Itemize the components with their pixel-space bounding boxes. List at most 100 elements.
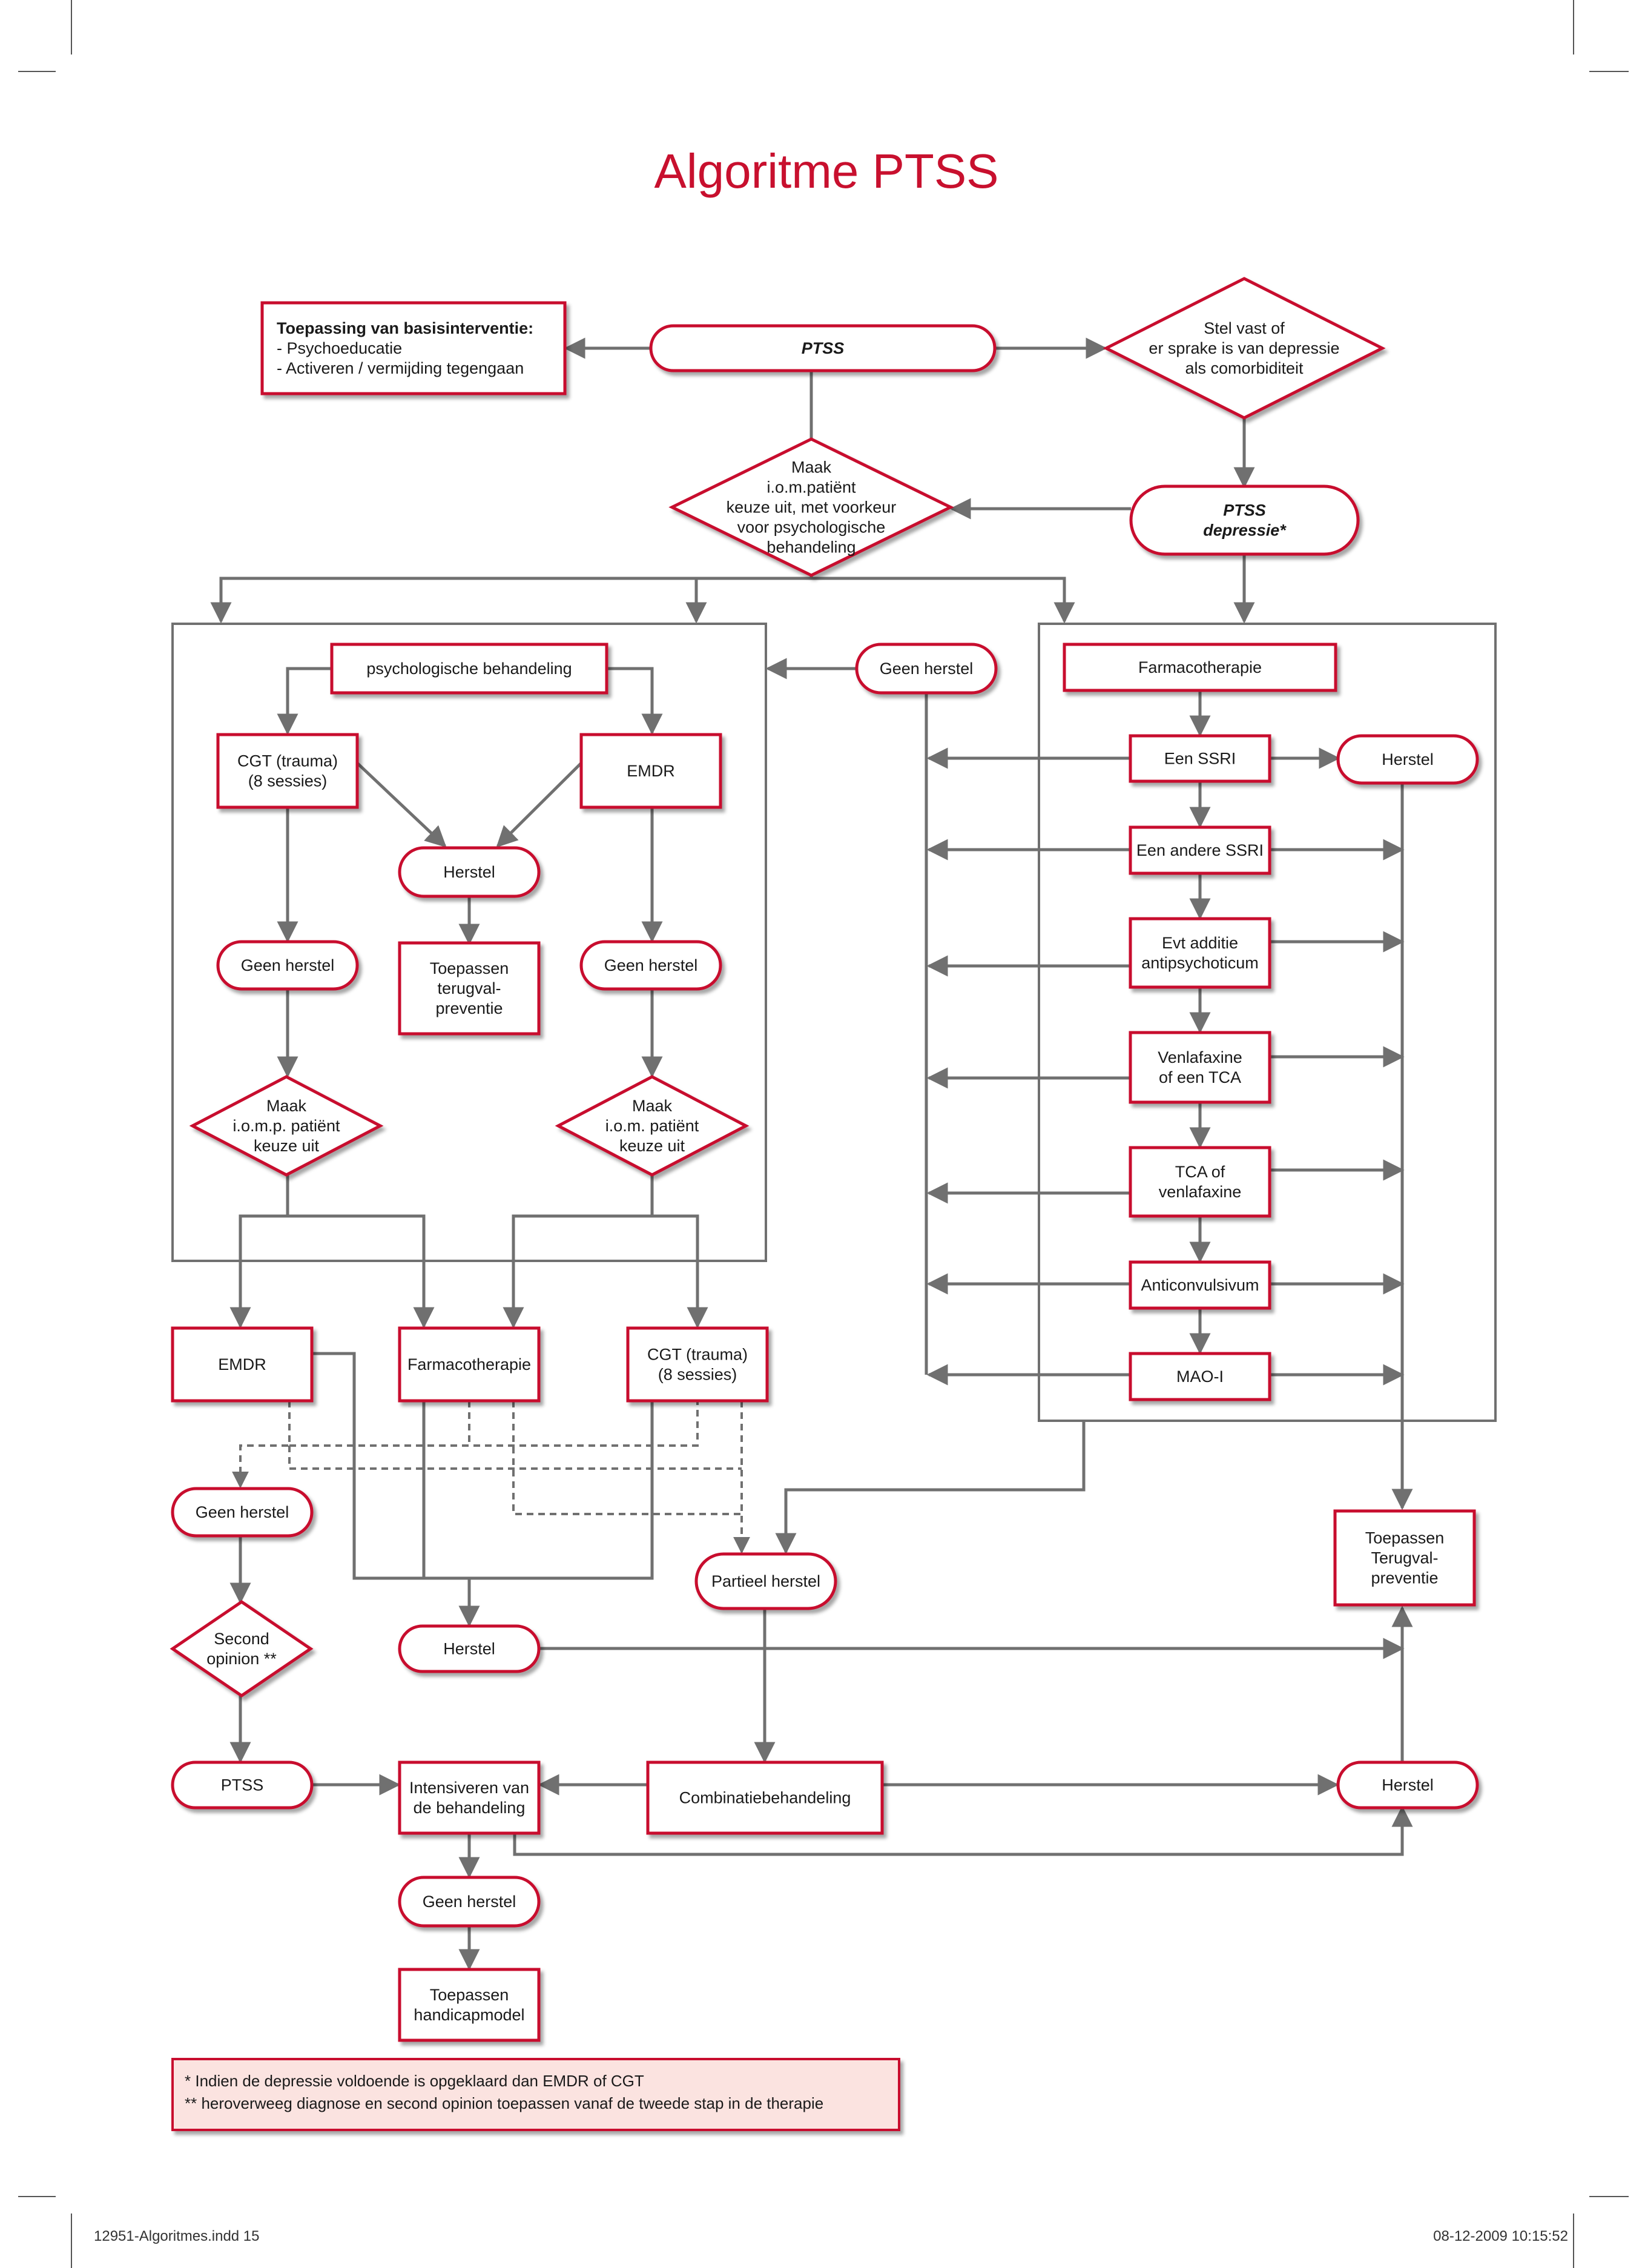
node-geen-herstel-mid: Geen herstel bbox=[855, 643, 998, 695]
herstel-low-shape bbox=[398, 1624, 541, 1673]
een-ssri-shape bbox=[1129, 734, 1271, 783]
farma-low-label: Farmacotherapie bbox=[407, 1355, 531, 1374]
node-emdr-right: EMDR bbox=[579, 733, 722, 809]
herstel-ssri-shape bbox=[1336, 734, 1479, 785]
maak-r-label: i.o.m. patiënt bbox=[605, 1117, 699, 1135]
footer-timestamp: 08-12-2009 10:15:52 bbox=[1433, 2228, 1568, 2244]
farmacotherapie-top-label: Farmacotherapie bbox=[1138, 658, 1262, 676]
depressie-diamond-label: er sprake is van depressie bbox=[1149, 339, 1339, 357]
node-herstel-inner: Herstel bbox=[398, 846, 541, 898]
basis-box-label: Toepassing van basisinterventie: bbox=[277, 319, 533, 337]
basis-box-shape bbox=[260, 301, 567, 395]
node-geen-herstel-low: Geen herstel bbox=[171, 1487, 314, 1538]
psychological-container bbox=[171, 623, 767, 1262]
maoi-shape bbox=[1129, 1352, 1271, 1401]
geen-herstel-mid-label: Geen herstel bbox=[880, 660, 974, 678]
psych-behandeling-label: psychologische behandeling bbox=[366, 660, 572, 678]
terugval-inner-shape bbox=[398, 941, 541, 1036]
terugval-right-label: preventie bbox=[1371, 1569, 1438, 1587]
node-herstel-final: Herstel bbox=[1336, 1761, 1479, 1810]
node-farma-low: Farmacotherapie bbox=[398, 1326, 541, 1403]
node-maoi: MAO-I bbox=[1129, 1352, 1271, 1401]
connectors bbox=[210, 337, 1413, 1971]
node-cgt-left: CGT (trauma)(8 sessies) bbox=[216, 733, 359, 809]
second-opinion-label: Second bbox=[214, 1630, 269, 1648]
antipsych-label: Evt additie bbox=[1162, 934, 1238, 952]
node-geen-herstel-l: Geen herstel bbox=[216, 940, 359, 991]
keuze-diamond-label: Maak bbox=[791, 458, 832, 477]
node-emdr-low: EMDR bbox=[171, 1326, 314, 1403]
farma-low-shape bbox=[398, 1326, 541, 1403]
node-ptss-top: PTSS bbox=[649, 324, 997, 372]
terugval-right-shape bbox=[1333, 1509, 1476, 1607]
partieel-label: Partieel herstel bbox=[711, 1572, 820, 1590]
keuze-diamond-shape bbox=[668, 437, 954, 577]
keuze-diamond-label: i.o.m.patiënt bbox=[766, 478, 856, 497]
maak-l-label: keuze uit bbox=[254, 1137, 320, 1155]
andere-ssri-shape bbox=[1129, 825, 1271, 875]
herstel-inner-label: Herstel bbox=[443, 863, 495, 881]
een-ssri-label: Een SSRI bbox=[1164, 750, 1236, 768]
node-geen-herstel-final: Geen herstel bbox=[398, 1876, 541, 1928]
geen-herstel-final-shape bbox=[398, 1876, 541, 1928]
terugval-inner-label: preventie bbox=[435, 999, 503, 1017]
node-depressie-diamond: Stel vast of er sprake is van depressie al… bbox=[1103, 277, 1386, 420]
node-maak-l: Maak i.o.m.p. patiënt keuze uit bbox=[189, 1075, 384, 1177]
cgt-left-shape bbox=[216, 733, 359, 809]
ptss-top-shape bbox=[649, 324, 997, 372]
intensiveren-shape bbox=[398, 1761, 541, 1835]
ptss-depressie-label: depressie* bbox=[1203, 521, 1287, 540]
page-title: Algoritme PTSS bbox=[654, 144, 998, 198]
geen-herstel-l-shape bbox=[216, 940, 359, 991]
herstel-low-label: Herstel bbox=[443, 1640, 495, 1658]
nodes: Toepassing van basisinterventie: - Psycho… bbox=[170, 277, 1479, 2042]
node-basis-box: Toepassing van basisinterventie: - Psycho… bbox=[260, 301, 567, 395]
node-geen-herstel-r: Geen herstel bbox=[579, 940, 722, 991]
node-cgt-low: CGT (trauma)(8 sessies) bbox=[626, 1326, 769, 1403]
cgt-left-label: CGT (trauma) bbox=[237, 752, 338, 770]
emdr-right-label: EMDR bbox=[627, 762, 675, 780]
footnote-box bbox=[171, 2058, 900, 2131]
node-anticonv: Anticonvulsivum bbox=[1129, 1260, 1271, 1310]
emdr-low-shape bbox=[171, 1326, 314, 1403]
terugval-right-label: Terugval- bbox=[1371, 1549, 1438, 1567]
handicap-label: Toepassen bbox=[430, 1986, 509, 2004]
cgt-low-shape bbox=[626, 1326, 769, 1403]
node-second-opinion: Second opinion ** bbox=[170, 1599, 314, 1698]
herstel-ssri-label: Herstel bbox=[1382, 750, 1434, 769]
basis-box-label: - Psychoeducatie bbox=[277, 339, 402, 357]
maak-l-label: i.o.m.p. patiënt bbox=[232, 1117, 340, 1135]
farmacotherapie-top-shape bbox=[1063, 643, 1337, 692]
tca-label: TCA of bbox=[1175, 1163, 1225, 1181]
depressie-diamond-label: als comorbiditeit bbox=[1185, 359, 1304, 377]
handicap-shape bbox=[398, 1968, 541, 2042]
maak-l-label: Maak bbox=[266, 1097, 307, 1115]
keuze-diamond-label: behandeling bbox=[766, 538, 855, 557]
depressie-diamond-label: Stel vast of bbox=[1204, 319, 1285, 337]
depressie-diamond-shape bbox=[1103, 277, 1386, 420]
second-opinion-shape bbox=[170, 1599, 314, 1698]
geen-herstel-l-label: Geen herstel bbox=[241, 956, 335, 974]
basis-box-label: - Activeren / vermijding tegengaan bbox=[277, 359, 524, 377]
geen-herstel-final-label: Geen herstel bbox=[423, 1893, 516, 1911]
terugval-right-label: Toepassen bbox=[1365, 1529, 1445, 1547]
node-psych-behandeling: psychologische behandeling bbox=[330, 643, 608, 695]
node-herstel-ssri: Herstel bbox=[1336, 734, 1479, 785]
psych-behandeling-shape bbox=[330, 643, 608, 695]
tca-shape bbox=[1129, 1146, 1271, 1218]
cgt-low-label: CGT (trauma) bbox=[647, 1346, 748, 1364]
footnote-1: * Indien de depressie voldoende is opgek… bbox=[185, 2072, 644, 2090]
intensiveren-label: de behandeling bbox=[414, 1799, 526, 1817]
antipsych-label: antipsychoticum bbox=[1141, 954, 1259, 972]
node-antipsych: Evt additie antipsychoticum bbox=[1129, 917, 1271, 989]
node-partieel: Partieel herstel bbox=[694, 1552, 837, 1610]
second-opinion-label: opinion ** bbox=[206, 1650, 277, 1668]
venla-label: of een TCA bbox=[1159, 1068, 1241, 1086]
keuze-diamond-label: keuze uit, met voorkeur bbox=[727, 498, 897, 517]
geen-herstel-r-shape bbox=[579, 940, 722, 991]
